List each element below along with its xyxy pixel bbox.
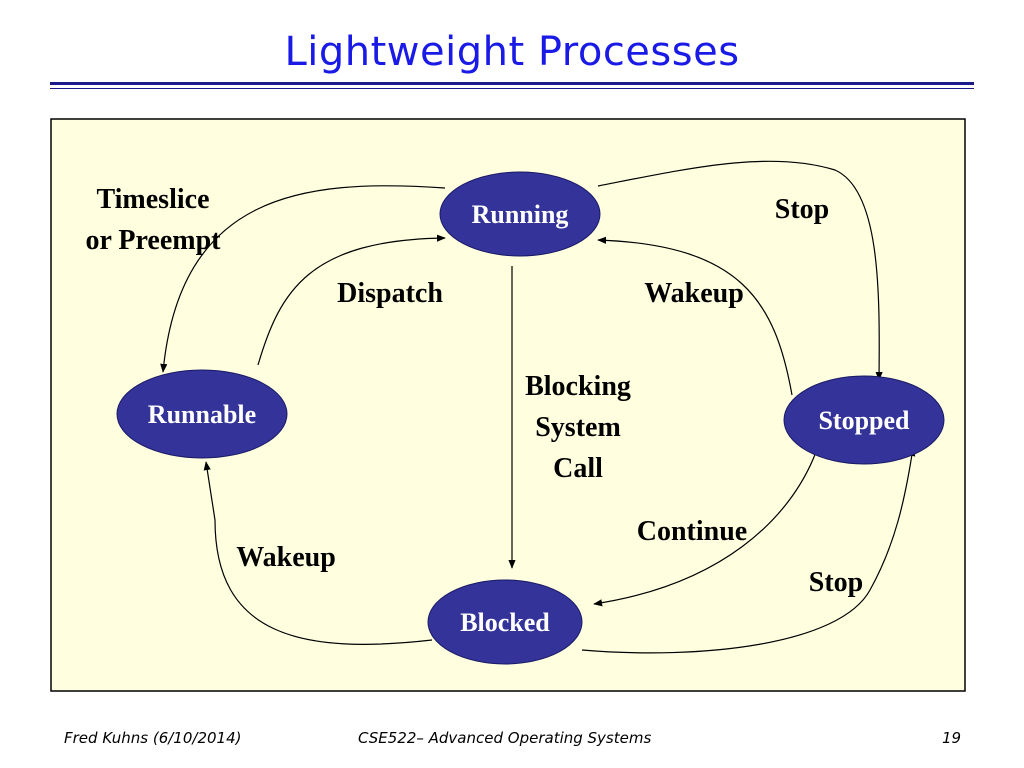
label-blocking-line2: System: [535, 412, 621, 443]
label-stop-bottom: Stop: [809, 567, 863, 598]
edge-continue: [593, 451, 817, 607]
label-blocking-line1: Blocking: [525, 371, 631, 402]
state-running-shape: [439, 171, 601, 257]
state-blocked-shape: [427, 579, 583, 665]
state-runnable: Runnable: [116, 369, 288, 459]
footer-course: CSE522– Advanced Operating Systems: [358, 729, 652, 747]
label-stop-top: Stop: [775, 194, 829, 225]
state-stopped-shape: [783, 375, 945, 465]
state-runnable-shape: [116, 369, 288, 459]
title-rule-thin: [50, 88, 974, 89]
edge-wakeup-right: [597, 236, 793, 396]
label-wakeup-right: Wakeup: [644, 278, 744, 309]
state-running: Running: [439, 171, 601, 257]
footer-page-number: 19: [942, 729, 962, 747]
edge-wakeup-left: [203, 461, 433, 645]
footer-author: Fred Kuhns (6/10/2014): [64, 729, 242, 747]
label-continue: Continue: [637, 516, 747, 547]
state-running-label: Running: [472, 200, 569, 229]
edge-timeslice: [160, 185, 446, 373]
label-timeslice-line2: or Preempt: [85, 225, 221, 256]
state-runnable-label: Runnable: [148, 400, 256, 429]
label-timeslice-line1: Timeslice: [96, 184, 209, 215]
label-wakeup-left: Wakeup: [236, 542, 336, 573]
state-stopped: Stopped: [783, 375, 945, 465]
edge-stop-top: [597, 160, 883, 381]
edge-stop-bottom: [581, 447, 916, 654]
slide-title: Lightweight Processes: [284, 29, 740, 75]
edge-dispatch: [257, 234, 446, 366]
state-stopped-label: Stopped: [818, 406, 910, 435]
title-rule: [50, 82, 974, 85]
state-blocked: Blocked: [427, 579, 583, 665]
state-blocked-label: Blocked: [460, 608, 550, 637]
label-dispatch: Dispatch: [337, 278, 443, 309]
label-blocking-line3: Call: [553, 453, 603, 484]
